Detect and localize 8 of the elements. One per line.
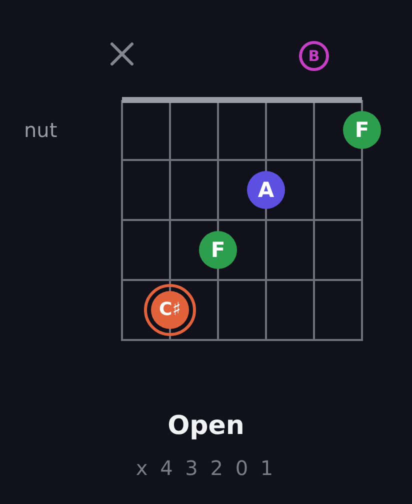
nut-label: nut bbox=[24, 118, 58, 142]
note-marker: F bbox=[199, 231, 237, 269]
note-marker: F bbox=[343, 111, 381, 149]
fingering-text: x 4 3 2 0 1 bbox=[134, 456, 278, 480]
note-marker: A bbox=[247, 171, 285, 209]
root-note-marker: C♯ bbox=[144, 284, 196, 336]
chord-title: Open bbox=[166, 411, 246, 441]
open-string-marker: B bbox=[299, 41, 329, 71]
